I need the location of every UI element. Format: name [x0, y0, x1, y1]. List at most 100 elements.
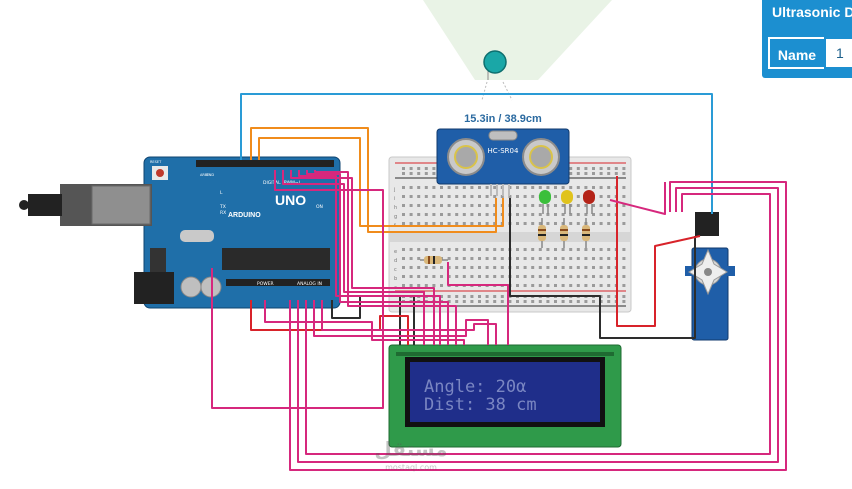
breadboard-hole[interactable]	[592, 257, 595, 260]
breadboard-hole[interactable]	[576, 222, 580, 225]
breadboard-hole[interactable]	[569, 275, 573, 278]
breadboard-hole[interactable]	[622, 172, 626, 175]
breadboard-hole[interactable]	[546, 222, 550, 225]
breadboard-hole[interactable]	[607, 172, 611, 175]
breadboard-hole[interactable]	[432, 167, 436, 170]
breadboard-hole[interactable]	[500, 300, 504, 303]
breadboard-hole[interactable]	[402, 275, 405, 278]
breadboard-hole[interactable]	[409, 172, 413, 175]
breadboard-hole[interactable]	[478, 295, 481, 298]
breadboard-hole[interactable]	[523, 266, 527, 269]
breadboard-hole[interactable]	[409, 275, 413, 278]
led-green[interactable]	[539, 190, 551, 214]
breadboard-hole[interactable]	[417, 213, 421, 216]
breadboard-hole[interactable]	[576, 257, 580, 260]
breadboard-hole[interactable]	[584, 248, 588, 251]
breadboard-hole[interactable]	[447, 248, 451, 251]
breadboard-hole[interactable]	[599, 222, 603, 225]
breadboard-hole[interactable]	[554, 186, 557, 189]
breadboard-hole[interactable]	[470, 186, 474, 189]
breadboard-hole[interactable]	[493, 275, 497, 278]
breadboard-hole[interactable]	[546, 257, 550, 260]
breadboard-hole[interactable]	[432, 284, 436, 287]
breadboard-hole[interactable]	[424, 204, 428, 207]
breadboard-hole[interactable]	[561, 275, 565, 278]
breadboard-hole[interactable]	[470, 300, 474, 303]
breadboard-hole[interactable]	[409, 195, 413, 198]
breadboard-hole[interactable]	[462, 195, 466, 198]
breadboard-hole[interactable]	[417, 266, 421, 269]
breadboard-hole[interactable]	[470, 204, 474, 207]
breadboard-hole[interactable]	[478, 300, 481, 303]
breadboard-hole[interactable]	[531, 284, 535, 287]
breadboard-hole[interactable]	[576, 167, 580, 170]
breadboard-hole[interactable]	[592, 204, 595, 207]
breadboard-hole[interactable]	[402, 257, 405, 260]
resistor-2[interactable]	[560, 218, 568, 248]
breadboard-hole[interactable]	[538, 204, 542, 207]
breadboard-hole[interactable]	[607, 284, 611, 287]
led-red[interactable]	[583, 190, 595, 214]
resistor-4[interactable]	[420, 256, 448, 264]
breadboard-hole[interactable]	[493, 248, 497, 251]
breadboard-hole[interactable]	[409, 222, 413, 225]
breadboard-hole[interactable]	[478, 257, 481, 260]
breadboard-hole[interactable]	[447, 186, 451, 189]
breadboard-hole[interactable]	[576, 300, 580, 303]
breadboard-hole[interactable]	[576, 213, 580, 216]
breadboard-hole[interactable]	[447, 275, 451, 278]
breadboard-hole[interactable]	[500, 248, 504, 251]
breadboard-hole[interactable]	[455, 300, 459, 303]
breadboard-hole[interactable]	[607, 167, 611, 170]
breadboard-hole[interactable]	[447, 204, 451, 207]
breadboard-hole[interactable]	[569, 284, 573, 287]
breadboard-hole[interactable]	[455, 295, 459, 298]
breadboard-hole[interactable]	[417, 275, 421, 278]
breadboard-hole[interactable]	[485, 300, 489, 303]
breadboard-hole[interactable]	[417, 195, 421, 198]
breadboard-hole[interactable]	[538, 213, 542, 216]
breadboard-hole[interactable]	[485, 195, 489, 198]
breadboard-hole[interactable]	[622, 195, 626, 198]
breadboard-hole[interactable]	[424, 172, 428, 175]
breadboard-hole[interactable]	[493, 204, 497, 207]
breadboard-hole[interactable]	[493, 266, 497, 269]
breadboard-hole[interactable]	[470, 257, 474, 260]
lcd-display[interactable]: Angle: 20α Dist: 38 cm	[388, 344, 622, 448]
breadboard-hole[interactable]	[409, 284, 413, 287]
breadboard-hole[interactable]	[614, 167, 618, 170]
breadboard-hole[interactable]	[493, 195, 497, 198]
arduino-uno[interactable]: ARDUINO UNO DIGITAL (PWM~) POWER ANALOG …	[19, 156, 341, 309]
breadboard-hole[interactable]	[432, 204, 436, 207]
breadboard-hole[interactable]	[470, 213, 474, 216]
breadboard-hole[interactable]	[462, 300, 466, 303]
breadboard-hole[interactable]	[424, 222, 428, 225]
breadboard-hole[interactable]	[485, 266, 489, 269]
breadboard-hole[interactable]	[424, 186, 428, 189]
breadboard-hole[interactable]	[569, 248, 573, 251]
breadboard-hole[interactable]	[599, 213, 603, 216]
breadboard-hole[interactable]	[599, 248, 603, 251]
breadboard-hole[interactable]	[561, 222, 565, 225]
breadboard-hole[interactable]	[455, 257, 459, 260]
breadboard-hole[interactable]	[470, 222, 474, 225]
breadboard-hole[interactable]	[523, 248, 527, 251]
breadboard-hole[interactable]	[554, 275, 557, 278]
breadboard-hole[interactable]	[622, 167, 626, 170]
breadboard-hole[interactable]	[592, 186, 595, 189]
breadboard-hole[interactable]	[417, 222, 421, 225]
breadboard-hole[interactable]	[584, 172, 588, 175]
breadboard-hole[interactable]	[561, 284, 565, 287]
breadboard-hole[interactable]	[409, 167, 413, 170]
breadboard-hole[interactable]	[516, 257, 519, 260]
breadboard-hole[interactable]	[440, 284, 443, 287]
breadboard-hole[interactable]	[576, 266, 580, 269]
breadboard-hole[interactable]	[409, 257, 413, 260]
breadboard-hole[interactable]	[531, 266, 535, 269]
breadboard-hole[interactable]	[447, 257, 451, 260]
breadboard-hole[interactable]	[516, 213, 519, 216]
breadboard-hole[interactable]	[493, 295, 497, 298]
breadboard-hole[interactable]	[607, 275, 611, 278]
breadboard-hole[interactable]	[424, 284, 428, 287]
breadboard-hole[interactable]	[409, 248, 413, 251]
